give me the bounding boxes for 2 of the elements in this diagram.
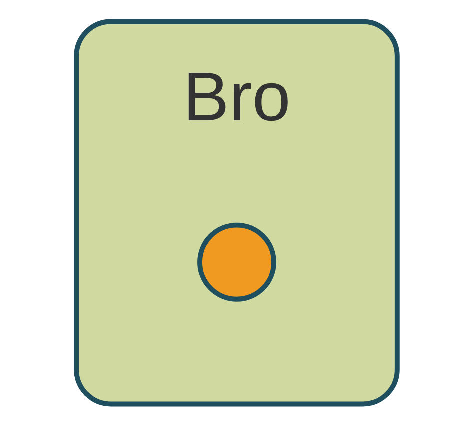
circle-shape bbox=[198, 222, 276, 302]
group-title: Bro bbox=[183, 58, 291, 136]
